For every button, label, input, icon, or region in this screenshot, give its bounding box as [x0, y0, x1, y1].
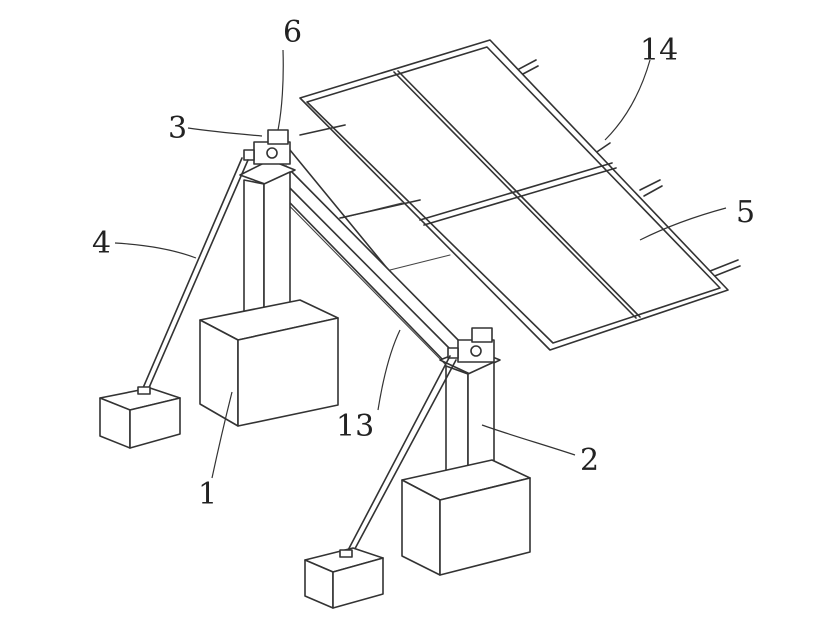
leader-lines [114, 49, 727, 479]
label-14: 14 [640, 33, 678, 68]
clamp-fittings [243, 129, 495, 363]
reference-numerals: 6 3 4 14 5 13 1 2 [92, 15, 755, 512]
label-13: 13 [336, 409, 374, 444]
counterweights [99, 386, 384, 609]
right-column [401, 347, 531, 576]
label-1: 1 [198, 477, 217, 512]
solar-panel-array [299, 39, 729, 351]
label-2: 2 [580, 443, 599, 478]
label-4: 4 [92, 226, 111, 261]
guy-wires [142, 157, 457, 559]
label-6: 6 [283, 15, 302, 50]
label-3: 3 [168, 111, 187, 146]
left-column [199, 159, 339, 427]
label-5: 5 [736, 195, 755, 230]
